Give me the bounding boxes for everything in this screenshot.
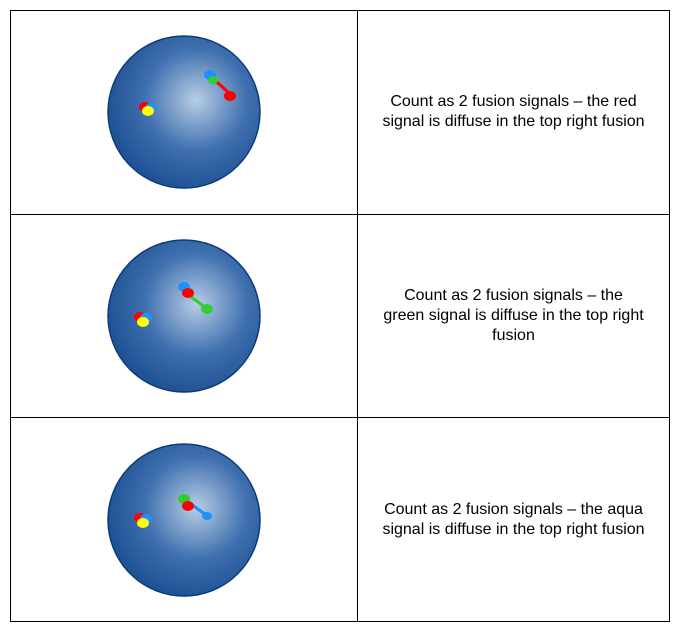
fusion-signal-table: Count as 2 fusion signals – the red sign… — [10, 10, 670, 622]
top-right-fusion-signal — [178, 281, 213, 314]
nucleus-image-cell — [10, 10, 358, 215]
caption-cell: Count as 2 fusion signals – the green si… — [357, 213, 670, 419]
table-row: Count as 2 fusion signals – the aqua sig… — [10, 417, 670, 622]
caption-cell: Count as 2 fusion signals – the aqua sig… — [357, 417, 670, 622]
nucleus-image-cell — [10, 213, 358, 419]
fusion-caption: Count as 2 fusion signals – the aqua sig… — [382, 500, 645, 538]
left-fusion-signal — [134, 512, 152, 528]
table-row: Count as 2 fusion signals – the red sign… — [10, 10, 670, 215]
caption-cell: Count as 2 fusion signals – the red sign… — [357, 10, 670, 215]
left-fusion-signal — [134, 311, 152, 327]
left-fusion-signal — [139, 102, 157, 117]
top-right-fusion-signal — [204, 70, 236, 102]
fusion-caption: Count as 2 fusion signals – the green si… — [383, 286, 644, 344]
nucleus — [107, 442, 261, 597]
nucleus — [107, 239, 261, 393]
top-right-fusion-signal — [178, 493, 212, 520]
nucleus-diagram — [107, 239, 261, 393]
nucleus-diagram — [107, 35, 261, 190]
nucleus-image-cell — [10, 417, 358, 622]
nucleus-diagram — [107, 442, 261, 597]
fusion-caption: Count as 2 fusion signals – the red sign… — [382, 93, 645, 131]
nucleus — [107, 35, 261, 190]
table-row: Count as 2 fusion signals – the green si… — [10, 213, 670, 419]
